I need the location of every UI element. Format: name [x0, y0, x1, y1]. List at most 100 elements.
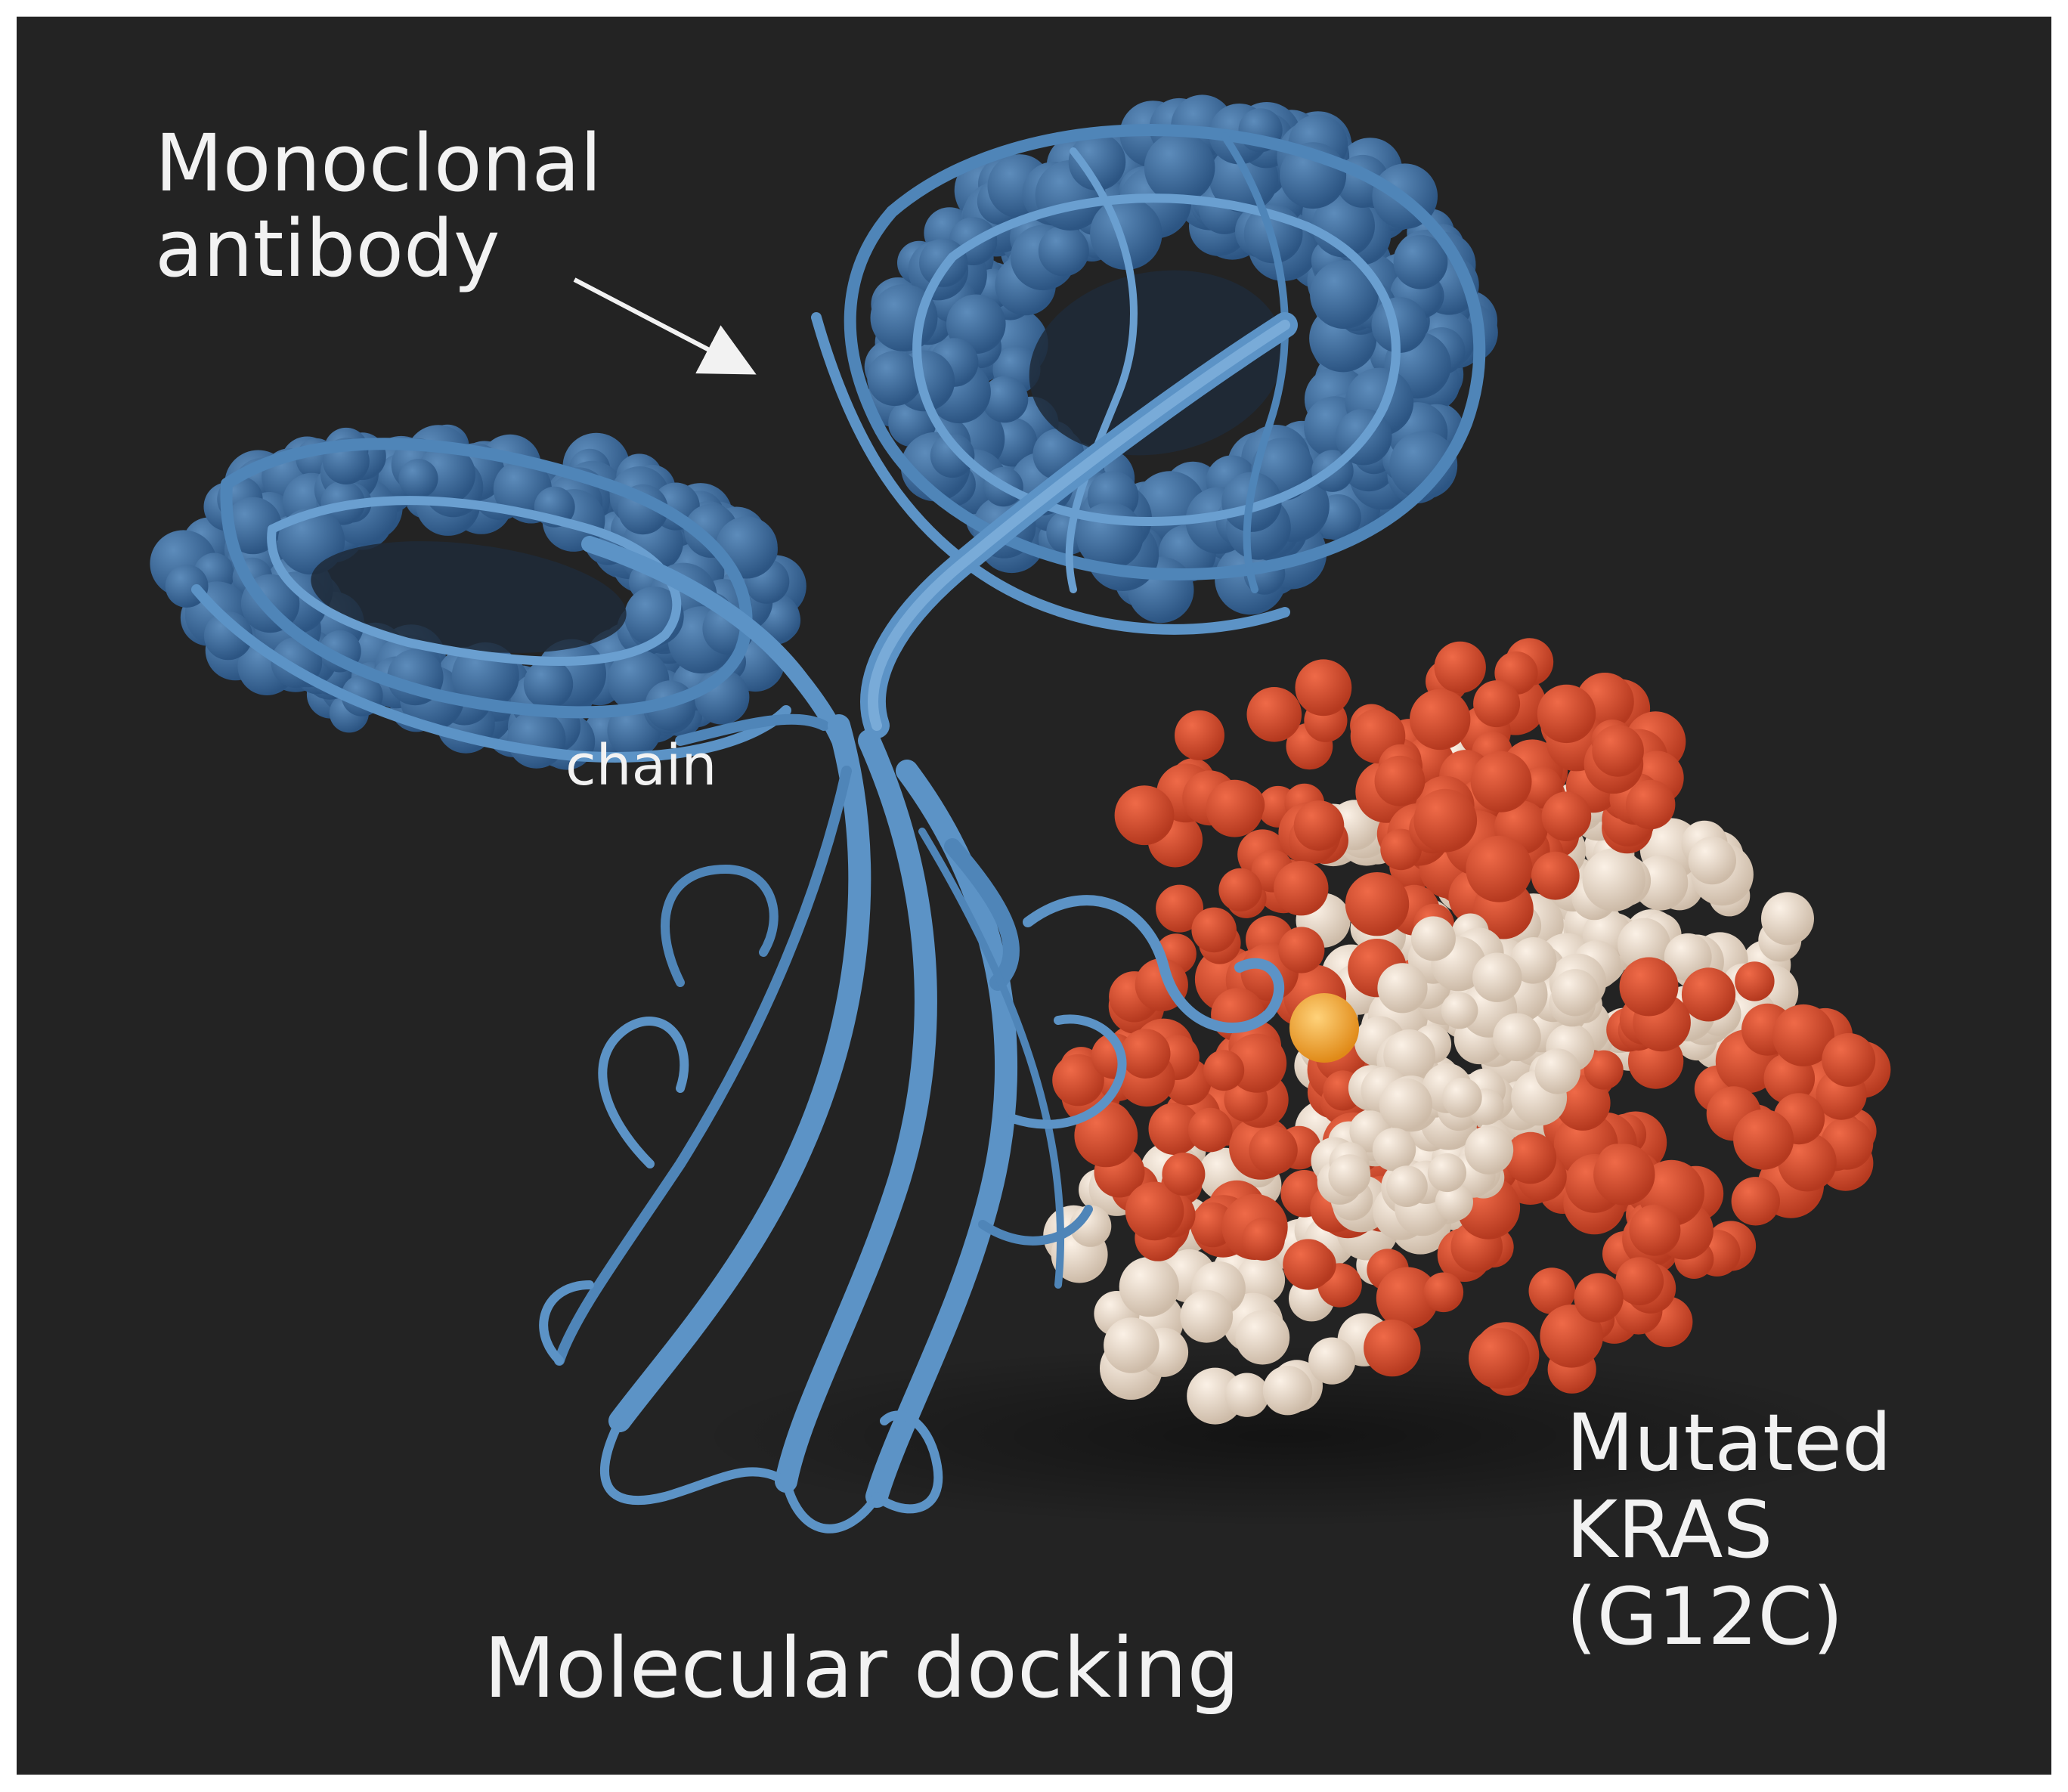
antibody-surface-bead	[1038, 225, 1089, 277]
kras-atom-red	[1434, 641, 1486, 694]
kras-atom-cream	[1386, 1165, 1428, 1207]
kras-atom-red	[1188, 1107, 1233, 1153]
kras-atom-red	[1148, 1102, 1201, 1156]
kras-atom-red	[1074, 1103, 1138, 1168]
antibody-surface-bead	[1068, 133, 1126, 190]
kras-atom-red	[1469, 1327, 1530, 1389]
kras-atom-red	[1733, 1109, 1794, 1170]
kras-atom-red	[1242, 1218, 1285, 1261]
kras-atom-cream	[1427, 1153, 1466, 1193]
kras-atom-red	[1293, 800, 1345, 851]
kras-atom-red	[1541, 791, 1592, 841]
kras-atom-red	[1191, 907, 1237, 953]
kras-atom-red	[1731, 1177, 1780, 1226]
kras-atom-cream	[1664, 933, 1712, 981]
kras-atom-red	[1504, 1131, 1557, 1184]
kras-atom-red	[1120, 1029, 1171, 1079]
kras-atom-red	[1206, 779, 1264, 837]
kras-atom-red	[1593, 1144, 1655, 1205]
kras-label-line1: Mutated	[1566, 1397, 1892, 1489]
kras-atom-cream	[1328, 1154, 1371, 1196]
antibody-surface-bead	[946, 294, 1006, 354]
antibody-surface-bead	[930, 433, 975, 478]
kras-atom-cream	[1435, 1183, 1473, 1221]
kras-atom-cream	[1472, 952, 1522, 1002]
antibody-cavity	[311, 541, 627, 653]
kras-atom-cream	[1224, 1373, 1269, 1417]
kras-atom-cream	[1410, 916, 1456, 961]
kras-atom-red	[1274, 861, 1329, 916]
kras-atom-cream	[1308, 1337, 1356, 1385]
kras-atom-red	[1410, 689, 1471, 751]
antibody-surface-bead	[398, 459, 438, 499]
antibody-label-line2: antibody	[155, 203, 500, 295]
kras-atom-red	[1423, 1272, 1464, 1313]
kras-label-line3: (G12C)	[1566, 1571, 1844, 1663]
kras-atom-red	[1413, 788, 1478, 853]
kras-atom-red	[1531, 851, 1580, 900]
antibody-surface-bead	[203, 611, 253, 661]
kras-atom-red	[1162, 1153, 1206, 1196]
kras-atom-red	[1125, 1181, 1184, 1241]
kras-atom-red	[1295, 659, 1352, 716]
kras-atom-cream	[1180, 1289, 1234, 1343]
antibody-surface-bead	[1393, 234, 1448, 289]
kras-atom-red	[1156, 884, 1204, 933]
antibody-surface-bead	[1310, 260, 1379, 330]
kras-atom-red	[1246, 687, 1302, 742]
antibody-surface-bead	[1144, 132, 1215, 203]
kras-atom-cream	[1761, 892, 1814, 946]
kras-atom-cream	[1441, 992, 1478, 1029]
kras-atom-cream	[1379, 1078, 1432, 1131]
kras-atom-red	[1473, 680, 1521, 728]
kras-atom-red	[1249, 1125, 1298, 1175]
mutation-site	[1289, 993, 1359, 1063]
kras-atom-cream	[1383, 1029, 1435, 1082]
kras-atom-cream	[1618, 918, 1670, 971]
kras-atom-red	[1735, 961, 1775, 1001]
arrow-icon	[573, 277, 757, 375]
kras-atom-cream	[1372, 1128, 1416, 1171]
kras-atom-red	[1528, 1267, 1576, 1314]
kras-atom-red	[1615, 1257, 1664, 1306]
kras-atom-red	[1822, 1032, 1876, 1087]
kras-atom-cream	[1235, 1255, 1286, 1305]
kras-atom-red	[1364, 1319, 1421, 1377]
kras-atom-cream	[1493, 1013, 1541, 1062]
label-kras: Mutated KRAS (G12C)	[1566, 1397, 1892, 1663]
kras-atom-red	[1218, 868, 1262, 911]
kras-atom-red	[1681, 967, 1736, 1022]
kras-atom-cream	[1441, 1077, 1482, 1118]
kras-atom-cream	[1464, 1125, 1514, 1175]
caption: Molecular docking	[484, 1620, 1240, 1716]
antibody-surface-bead	[1389, 431, 1458, 500]
kras-atom-cream	[1509, 937, 1557, 984]
kras-atom-red	[1537, 684, 1596, 744]
antibody-surface-bead	[1090, 197, 1162, 270]
kras-atom-cream	[1551, 969, 1599, 1017]
kras-atom-red	[1283, 1239, 1334, 1290]
kras-atom-red	[1626, 779, 1676, 830]
kras-atom-cream	[1119, 1257, 1179, 1317]
kras-atom-red	[1345, 872, 1410, 936]
kras-atom-red	[1584, 1050, 1624, 1090]
kras-atom-red	[1574, 1273, 1624, 1323]
antibody-surface-bead	[867, 351, 923, 407]
antibody-cavity	[1029, 270, 1284, 456]
antibody-ribbons-main	[539, 312, 1298, 1534]
kras-atom-cream	[1104, 1317, 1159, 1373]
antibody-label-line1: Monoclonal	[155, 117, 602, 209]
kras-label-line2: KRAS	[1566, 1484, 1772, 1576]
kras-atom-cream	[1262, 1366, 1313, 1416]
kras-atom-red	[1278, 927, 1325, 973]
kras-atom-cream	[1688, 836, 1736, 885]
antibody-surface-bead	[981, 376, 1029, 423]
kras-protein	[1043, 638, 1891, 1425]
antibody-surface-bead	[523, 659, 574, 709]
kras-atom-red	[1374, 755, 1426, 806]
kras-atom-red	[1540, 1305, 1603, 1368]
kras-atom-red	[1592, 725, 1644, 777]
antibody-ribbons-upper	[191, 124, 1486, 763]
kras-atom-red	[1466, 835, 1533, 902]
